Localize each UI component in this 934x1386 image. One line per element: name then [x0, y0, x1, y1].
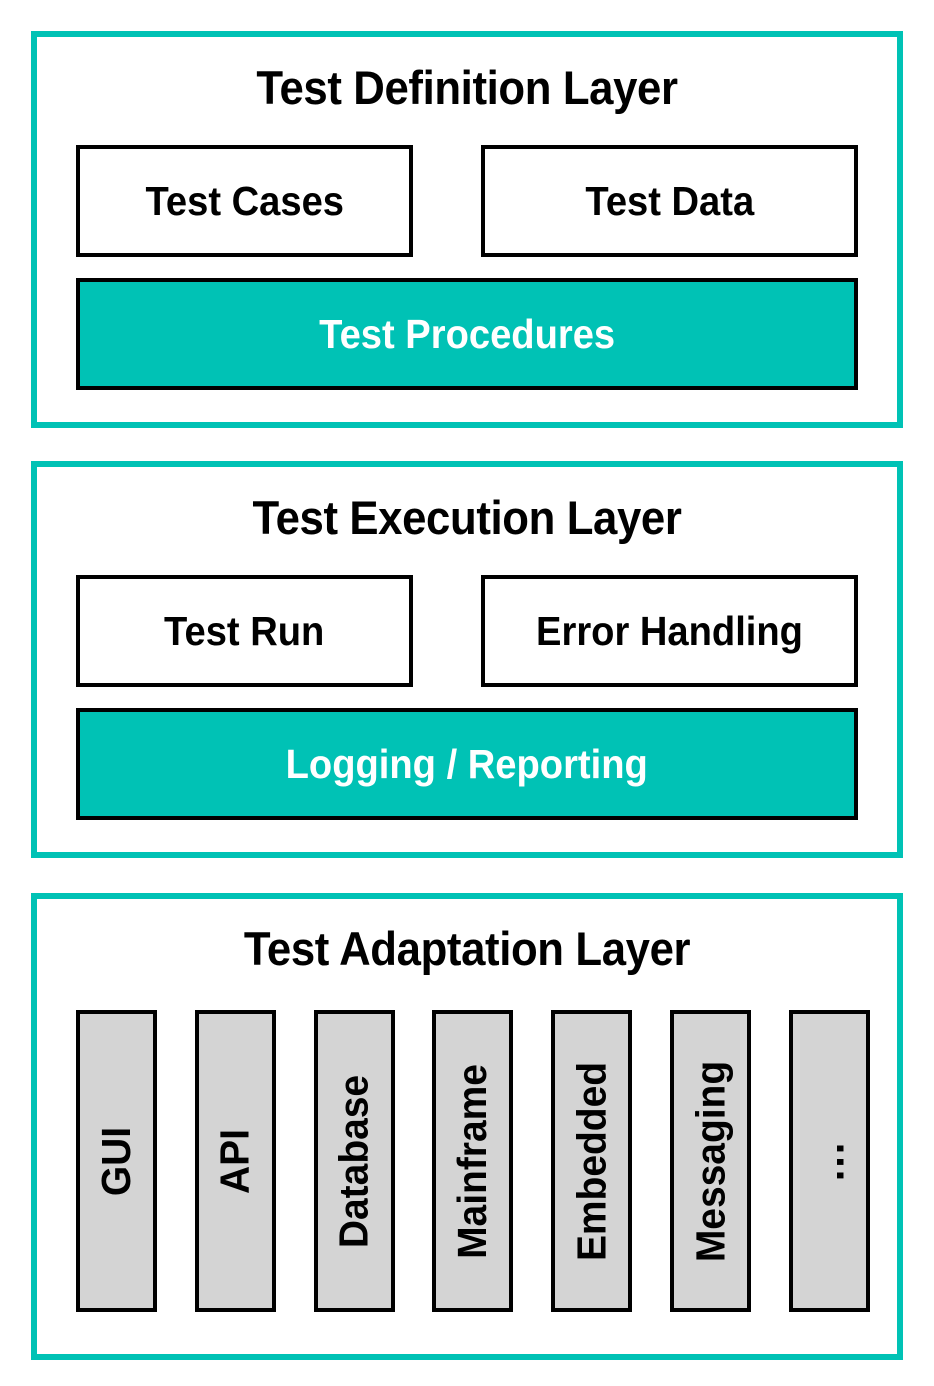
column-messaging-label: Messaging	[687, 1060, 734, 1262]
column-messaging[interactable]: Messaging	[670, 1010, 752, 1312]
layer-title-test-execution: Test Execution Layer	[252, 491, 682, 544]
box-error-handling[interactable]: Error Handling	[481, 575, 858, 687]
box-logging-reporting-label: Logging / Reporting	[285, 740, 649, 787]
column-gui-label: GUI	[93, 1126, 139, 1196]
column-more-label: ...	[804, 1140, 854, 1182]
box-test-data[interactable]: Test Data	[481, 145, 858, 257]
box-logging-reporting[interactable]: Logging / Reporting	[76, 708, 858, 820]
layer-test-definition: Test Definition Layer Test Cases Test Da…	[31, 31, 903, 428]
column-gui[interactable]: GUI	[76, 1010, 157, 1312]
layer-title-test-definition: Test Definition Layer	[256, 61, 678, 114]
box-test-procedures-label: Test Procedures	[318, 310, 615, 357]
inner-box-row-definition: Test Cases Test Data	[76, 145, 858, 257]
column-embedded-label: Embedded	[568, 1061, 615, 1261]
column-more[interactable]: ...	[788, 1010, 870, 1312]
column-mainframe-label: Mainframe	[449, 1063, 496, 1259]
box-test-cases-label: Test Cases	[145, 177, 344, 224]
column-database-label: Database	[330, 1074, 377, 1248]
column-api-label: API	[211, 1128, 258, 1194]
box-test-run[interactable]: Test Run	[76, 575, 413, 687]
box-test-cases[interactable]: Test Cases	[76, 145, 413, 257]
inner-box-row-execution: Test Run Error Handling	[76, 575, 858, 687]
column-embedded[interactable]: Embedded	[551, 1010, 633, 1312]
box-error-handling-label: Error Handling	[536, 607, 803, 654]
box-test-run-label: Test Run	[164, 607, 325, 654]
layer-title-test-adaptation: Test Adaptation Layer	[243, 922, 691, 975]
column-database[interactable]: Database	[313, 1010, 395, 1312]
layer-test-execution: Test Execution Layer Test Run Error Hand…	[31, 461, 903, 858]
box-test-data-label: Test Data	[585, 177, 754, 224]
column-mainframe[interactable]: Mainframe	[432, 1010, 514, 1312]
layer-test-adaptation: Test Adaptation Layer GUI API Database M…	[31, 893, 903, 1360]
box-test-procedures[interactable]: Test Procedures	[76, 278, 858, 390]
adaptation-column-row: GUI API Database Mainframe Embedded Mess…	[76, 1010, 870, 1312]
column-api[interactable]: API	[194, 1010, 276, 1312]
